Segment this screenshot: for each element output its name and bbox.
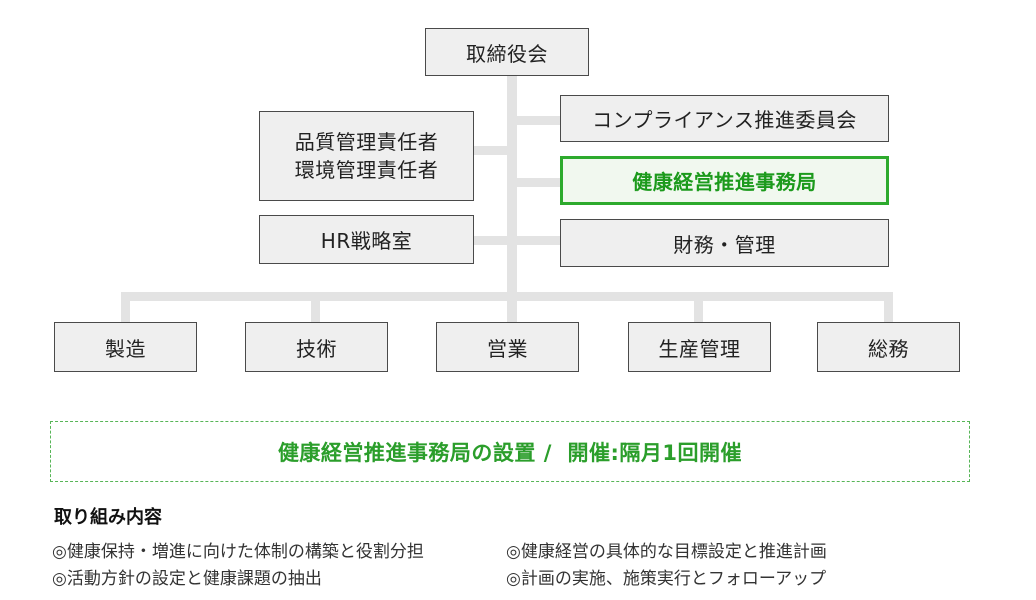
department-box-engineering: 技術 bbox=[245, 322, 388, 372]
health-office-banner-text: 健康経営推進事務局の設置 / 開催:隔月1回開催 bbox=[277, 440, 743, 465]
quality-environment-box: 品質管理責任者 環境管理責任者 bbox=[259, 111, 474, 201]
hr-strategy-label: HR戦略室 bbox=[320, 229, 413, 253]
department-label: 総務 bbox=[868, 336, 909, 361]
trunk-line bbox=[507, 75, 517, 325]
drop-line-4 bbox=[694, 292, 703, 323]
branch-hr bbox=[473, 236, 507, 245]
quality-manager-label: 品質管理責任者 bbox=[294, 130, 439, 154]
initiatives-title: 取り組み内容 bbox=[54, 507, 162, 528]
compliance-committee-label: コンプライアンス推進委員会 bbox=[592, 108, 857, 132]
drop-line-5 bbox=[884, 292, 893, 323]
finance-admin-label: 財務・管理 bbox=[673, 232, 776, 257]
drop-line-1 bbox=[121, 292, 130, 323]
hr-strategy-box: HR戦略室 bbox=[259, 215, 474, 264]
branch-quality bbox=[473, 146, 507, 155]
compliance-committee-box: コンプライアンス推進委員会 bbox=[560, 95, 889, 142]
health-management-office-box: 健康経営推進事務局 bbox=[560, 156, 889, 205]
finance-admin-box: 財務・管理 bbox=[560, 219, 889, 267]
department-box-general-affairs: 総務 bbox=[817, 322, 960, 372]
branch-health-office bbox=[517, 178, 561, 187]
drop-line-2 bbox=[311, 292, 320, 323]
initiative-item: ◎健康保持・増進に向けた体制の構築と役割分担 bbox=[52, 542, 424, 562]
branch-compliance bbox=[517, 116, 561, 125]
health-management-office-label: 健康経営推進事務局 bbox=[632, 170, 817, 194]
department-box-sales: 営業 bbox=[436, 322, 579, 372]
department-box-production-control: 生産管理 bbox=[628, 322, 771, 372]
board-of-directors-label: 取締役会 bbox=[466, 41, 548, 66]
branch-finance bbox=[517, 236, 561, 245]
department-label: 製造 bbox=[105, 336, 146, 361]
initiative-item: ◎健康経営の具体的な目標設定と推進計画 bbox=[506, 542, 827, 562]
department-label: 生産管理 bbox=[658, 336, 741, 361]
department-box-manufacturing: 製造 bbox=[54, 322, 197, 372]
environment-manager-label: 環境管理責任者 bbox=[294, 158, 439, 182]
department-label: 営業 bbox=[487, 336, 528, 361]
initiative-item: ◎活動方針の設定と健康課題の抽出 bbox=[52, 569, 322, 589]
initiative-item: ◎計画の実施、施策実行とフォローアップ bbox=[506, 569, 827, 589]
department-label: 技術 bbox=[296, 336, 337, 361]
health-office-banner: 健康経営推進事務局の設置 / 開催:隔月1回開催 bbox=[50, 421, 970, 482]
board-of-directors-box: 取締役会 bbox=[425, 28, 589, 76]
department-bus bbox=[121, 292, 893, 301]
